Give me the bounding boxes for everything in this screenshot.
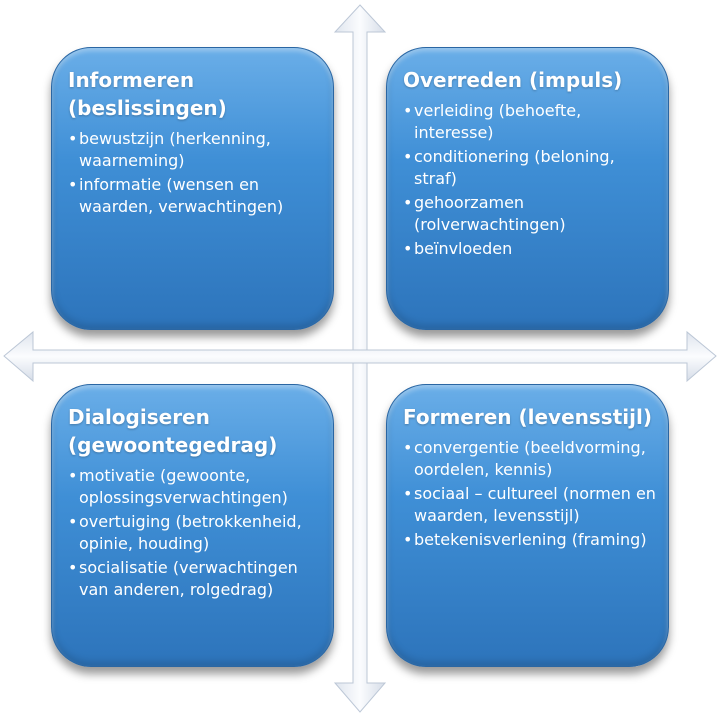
list-item: sociaal – cultureel (normen en waarden, …	[403, 483, 656, 527]
list-item: motivatie (gewoonte, oplossingsverwachti…	[68, 465, 321, 509]
list-item: gehoorzamen (rolverwachtingen)	[403, 192, 656, 236]
list-item: bewustzijn (herkenning, waarneming)	[68, 128, 321, 172]
horizontal-axis-arrow	[3, 330, 717, 383]
quadrant-informeren: Informeren (beslissingen) bewustzijn (he…	[51, 47, 334, 330]
list-item: socialisatie (verwachtingen van anderen,…	[68, 557, 321, 601]
quadrant-dialogiseren: Dialogiseren (gewoontegedrag) motivatie …	[51, 384, 334, 667]
list-item: beïnvloeden	[403, 238, 656, 260]
quadrant-list: motivatie (gewoonte, oplossingsverwachti…	[68, 465, 321, 601]
list-item: overtuiging (betrokkenheid, opinie, houd…	[68, 511, 321, 555]
quadrant-formeren: Formeren (levensstijl) convergentie (bee…	[386, 384, 669, 667]
quadrant-list: convergentie (beeldvorming, oordelen, ke…	[403, 437, 656, 551]
list-item: convergentie (beeldvorming, oordelen, ke…	[403, 437, 656, 481]
quadrant-list: bewustzijn (herkenning, waarneming) info…	[68, 128, 321, 218]
quadrant-title: Overreden (impuls)	[403, 68, 623, 92]
list-item: informatie (wensen en waarden, verwachti…	[68, 174, 321, 218]
list-item: conditionering (beloning, straf)	[403, 146, 656, 190]
quadrant-title: Informeren (beslissingen)	[68, 68, 227, 120]
list-item: verleiding (behoefte, interesse)	[403, 100, 656, 144]
list-item: betekenisverlening (framing)	[403, 529, 656, 551]
quadrant-title: Formeren (levensstijl)	[403, 405, 652, 429]
quadrant-list: verleiding (behoefte, interesse) conditi…	[403, 100, 656, 260]
quadrant-title: Dialogiseren (gewoontegedrag)	[68, 405, 278, 457]
quadrant-overreden: Overreden (impuls) verleiding (behoefte,…	[386, 47, 669, 330]
